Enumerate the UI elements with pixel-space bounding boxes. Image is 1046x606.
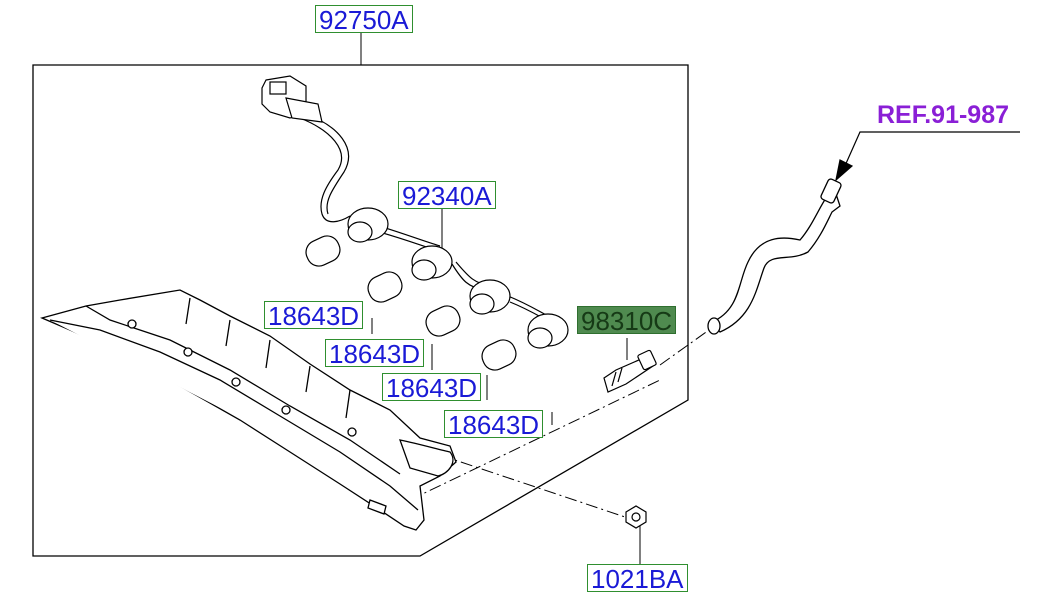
centerlines: [409, 324, 717, 519]
callout-bulb-3[interactable]: 18643D: [382, 373, 482, 402]
reference-arrow: [835, 131, 1020, 182]
callout-bulb-4[interactable]: 18643D: [444, 410, 544, 439]
washer-hose: [707, 178, 842, 335]
wiring-harness: [299, 113, 555, 325]
clip-part: [625, 505, 647, 529]
leader-lines: [360, 33, 641, 565]
callout-nozzle[interactable]: 98310C: [577, 306, 677, 335]
callout-bulb-1[interactable]: 18643D: [264, 301, 364, 330]
callout-assembly[interactable]: 92750A: [315, 5, 413, 34]
reference-label[interactable]: REF.91-987: [877, 101, 1010, 129]
washer-nozzle: [603, 349, 657, 393]
callout-clip[interactable]: 1021BA: [587, 564, 688, 593]
bulb-sockets: [347, 207, 569, 349]
assembly-boundary: [32, 64, 689, 557]
bulbs: [305, 235, 517, 371]
callout-bulb-2[interactable]: 18643D: [325, 339, 425, 368]
lamp-housing: [40, 289, 457, 531]
callout-socket[interactable]: 92340A: [398, 181, 496, 210]
connector-part: [261, 75, 323, 123]
